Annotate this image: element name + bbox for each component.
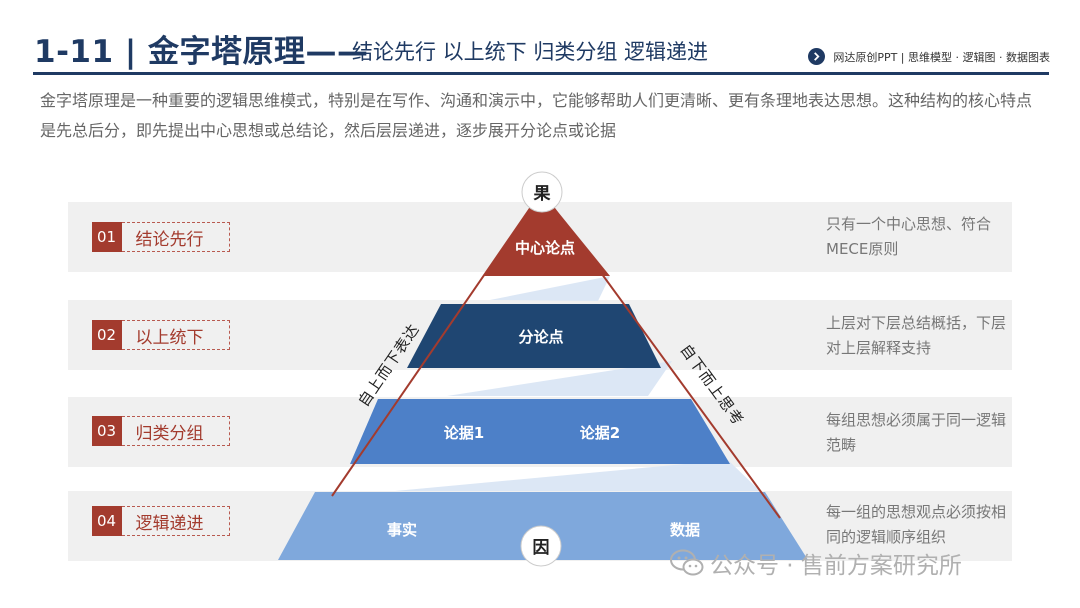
page-subtitle: 结论先行 以上统下 归类分组 逻辑递进 bbox=[352, 40, 709, 64]
level-4-text-2: 数据 bbox=[670, 521, 700, 539]
header-divider bbox=[33, 72, 1049, 75]
page-title: 1-11 | 金字塔原理—— bbox=[34, 34, 369, 70]
top-circle-text: 果 bbox=[534, 184, 551, 204]
level-4-text-1: 事实 bbox=[387, 521, 417, 539]
bottom-circle-text: 因 bbox=[533, 538, 550, 558]
header-tagline: 网达原创PPT | 思维模型 · 逻辑图 · 数据图表 bbox=[808, 48, 1050, 65]
row-label-3: 03 归类分组 bbox=[91, 416, 230, 446]
top-circle bbox=[521, 171, 563, 213]
chevron-right-icon bbox=[808, 48, 826, 65]
pyramid-left-edge bbox=[331, 206, 532, 497]
row-label-4: 04 逻辑递进 bbox=[91, 506, 230, 536]
level-3-text-1: 论据1 bbox=[444, 424, 484, 442]
level-2-text: 分论点 bbox=[518, 328, 563, 346]
wechat-icon bbox=[670, 549, 704, 576]
level-1-text: 中心论点 bbox=[515, 239, 575, 257]
row-label-1: 01 结论先行 bbox=[91, 222, 230, 252]
connector-band bbox=[447, 361, 672, 396]
row-number: 03 bbox=[91, 416, 122, 446]
intro-paragraph: 金字塔原理是一种重要的逻辑思维模式，特别是在写作、沟通和演示中，它能够帮助人们更… bbox=[40, 91, 1033, 140]
row-number: 02 bbox=[91, 320, 122, 350]
connector-band bbox=[490, 276, 610, 301]
row-label-text: 归类分组 bbox=[135, 423, 204, 444]
row-label-text: 结论先行 bbox=[135, 229, 204, 250]
connector-band bbox=[395, 460, 760, 491]
row-label-text: 逻辑递进 bbox=[135, 513, 204, 534]
row-number: 01 bbox=[91, 222, 122, 252]
watermark: 公众号 · 售前方案研究所 bbox=[670, 546, 962, 580]
pyramid-level-2 bbox=[407, 304, 661, 368]
row-description-1: 只有一个中心思想、符合MECE原则 bbox=[826, 215, 992, 258]
bottom-circle bbox=[520, 525, 562, 567]
row-description-3: 每组思想必须属于同一逻辑范畴 bbox=[826, 411, 1007, 454]
level-3-text-2: 论据2 bbox=[580, 424, 620, 442]
pyramid-level-1 bbox=[484, 207, 610, 276]
pyramid-level-3 bbox=[350, 399, 730, 464]
row-description-2: 上层对下层总结概括，下层对上层解释支持 bbox=[826, 314, 1007, 357]
pyramid-right-edge bbox=[552, 206, 781, 519]
header-tagline-text: 网达原创PPT | 思维模型 · 逻辑图 · 数据图表 bbox=[833, 50, 1050, 64]
row-number: 04 bbox=[91, 506, 122, 536]
watermark-text: 公众号 · 售前方案研究所 bbox=[710, 553, 962, 579]
row-label-2: 02 以上统下 bbox=[91, 320, 230, 350]
row-label-text: 以上统下 bbox=[135, 327, 204, 348]
row-description-4: 每一组的思想观点必须按相同的逻辑顺序组织 bbox=[826, 503, 1007, 546]
